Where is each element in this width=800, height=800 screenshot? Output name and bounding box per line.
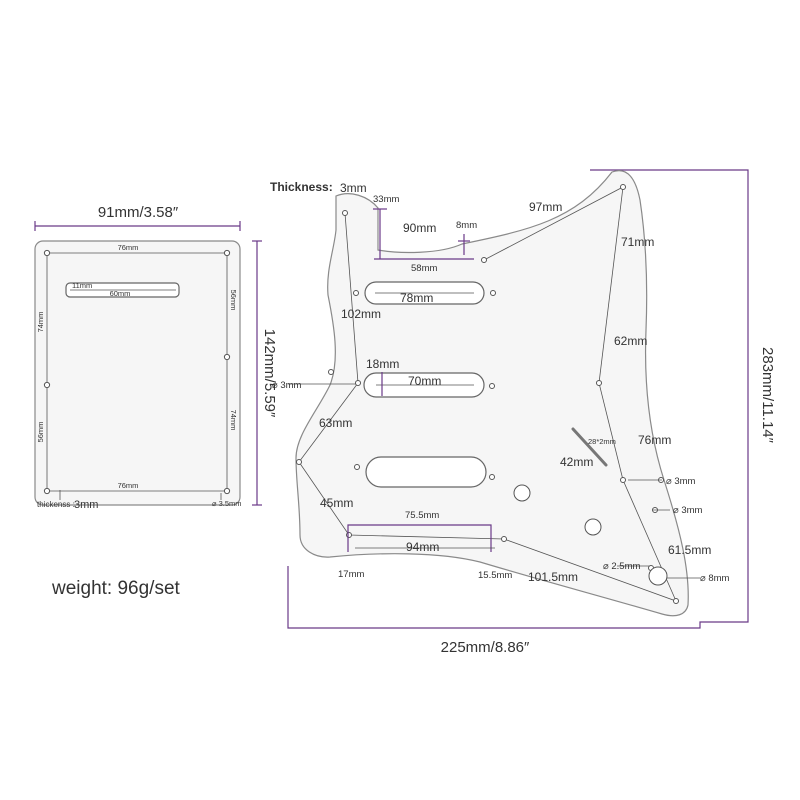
right-lower-label: 74mm (229, 410, 238, 431)
screw-hole (489, 474, 495, 480)
weight-label: weight: 96g/set (52, 578, 180, 599)
switch-span-label: 42mm (560, 455, 593, 469)
back-plate: 91mm/3.58″ 142mm/5.59″ 11mm 60mm 76mm 76… (34, 204, 278, 511)
overall-dimension-bracket (287, 169, 749, 629)
bottom-17-label: 17mm (338, 569, 364, 580)
inner-bottom-width-label: 76mm (118, 481, 139, 490)
screw-hole (354, 464, 360, 470)
notch-bottom-label: 58mm (411, 263, 437, 274)
screw-hole (673, 598, 679, 604)
bottom-1015-label: 101.5mm (528, 570, 578, 584)
switch-slot (571, 427, 608, 467)
back-plate-thickness-label: thickenss : (37, 500, 75, 509)
left-lower-label: 56mm (36, 422, 45, 443)
bottom-94-label: 94mm (406, 540, 439, 554)
back-plate-width-label: 91mm/3.58″ (98, 204, 179, 221)
back-plate-hole-label: ⌀ 3.5mm (212, 499, 242, 508)
screw-hole (501, 536, 507, 542)
screw-hole (620, 477, 626, 483)
slot-height-label: 11mm (72, 281, 92, 290)
bottom-155-label: 15.5mm (478, 570, 512, 581)
screw-hole (342, 210, 348, 216)
left-upper-label: 74mm (36, 312, 45, 333)
pickguard: 225mm/8.86″ 283mm/11.14″ (270, 169, 776, 656)
screw-hole (596, 380, 602, 386)
pickguard-thickness-value: 3mm (340, 181, 367, 195)
hole-25-label: ⌀ 2.5mm (603, 561, 640, 572)
neck-pickup-width-label: 78mm (400, 291, 433, 305)
pot-hole (513, 484, 531, 502)
slot-width-label: 60mm (110, 289, 131, 298)
pickguard-thickness-label: Thickness: (270, 180, 333, 194)
neck-notch-width-label: 90mm (403, 221, 436, 235)
screw-hole (355, 380, 361, 386)
right-mid-label: 62mm (614, 334, 647, 348)
right-61-label: 61.5mm (668, 543, 711, 557)
screw-hole (43, 249, 51, 257)
overall-width-label: 225mm/8.86″ (441, 639, 530, 656)
screw-hole (223, 353, 231, 361)
left-upper-label: 102mm (341, 307, 381, 321)
screw-hole (620, 184, 626, 190)
hole-3mm-b-label: ⌀ 3mm (673, 505, 703, 516)
right-upper-label: 71mm (621, 235, 654, 249)
back-plate-outline (34, 240, 241, 506)
screw-hole (346, 532, 352, 538)
screw-hole (43, 381, 51, 389)
notch-gap-label: 8mm (456, 220, 477, 231)
bridge-pickup-cutout (365, 456, 487, 488)
inner-top-width-label: 76mm (118, 243, 139, 252)
horn-span-label: 97mm (529, 200, 562, 214)
overall-height-label: 283mm/11.14″ (759, 347, 776, 444)
screw-hole (489, 383, 495, 389)
switch-slot-label: 28*2mm (588, 437, 616, 446)
middle-pickup-height-label: 18mm (366, 357, 399, 371)
pot-hole (584, 518, 602, 536)
left-45-label: 45mm (320, 496, 353, 510)
right-upper-label: 56mm (229, 290, 238, 311)
back-plate-thickness-value: 3mm (74, 499, 98, 511)
screw-hole (481, 257, 487, 263)
middle-pickup-width-label: 70mm (408, 374, 441, 388)
hole-8-label: ⌀ 8mm (700, 573, 730, 584)
screw-hole (490, 290, 496, 296)
left-lower-label: 63mm (319, 416, 352, 430)
screw-hole (328, 369, 334, 375)
left-hole-label: ⌀ 3mm (272, 380, 302, 391)
right-76-label: 76mm (638, 433, 671, 447)
back-plate-height-label: 142mm/5.59″ (261, 329, 278, 418)
screw-hole (43, 487, 51, 495)
hole-3mm-a-label: ⌀ 3mm (666, 476, 696, 487)
screw-hole (296, 459, 302, 465)
screw-hole (223, 249, 231, 257)
screw-hole (353, 290, 359, 296)
jack-hole (648, 566, 668, 586)
bottom-inner-label: 75.5mm (405, 510, 439, 521)
screw-hole (223, 487, 231, 495)
neck-notch-depth-label: 33mm (373, 194, 399, 205)
